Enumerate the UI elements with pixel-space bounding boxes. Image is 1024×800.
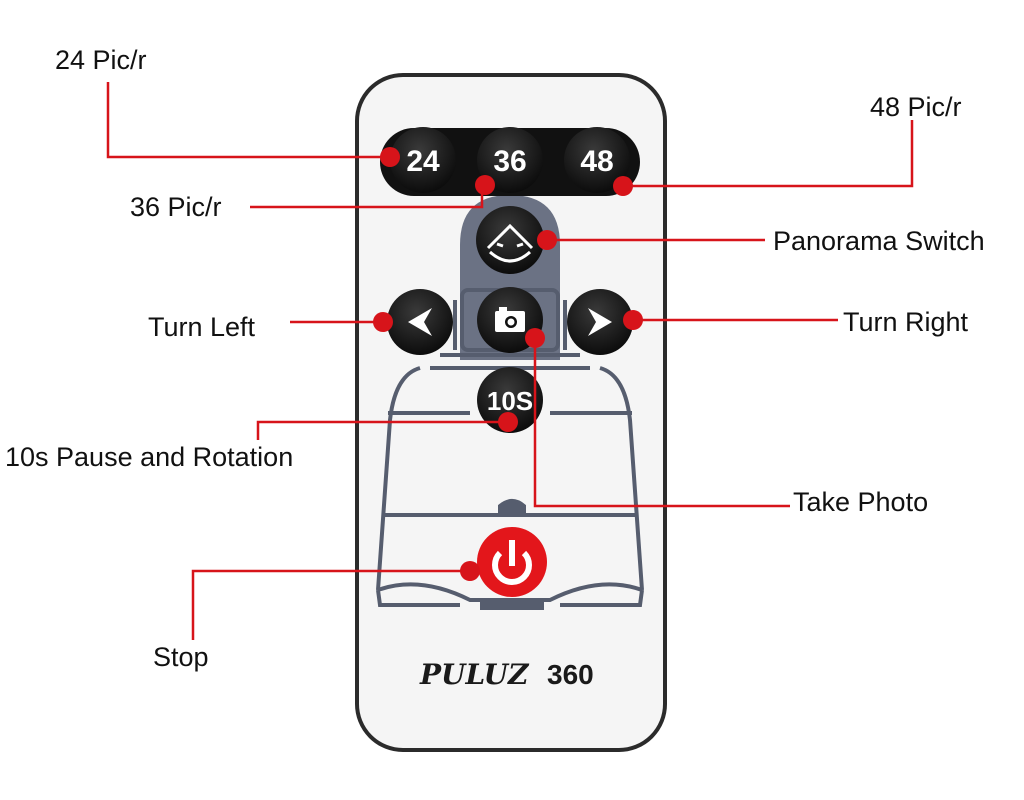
button-48-label: 48 — [580, 145, 613, 178]
panorama-icon — [486, 223, 534, 263]
arrow-left-icon — [408, 308, 432, 336]
brand-logo: PULUZ — [419, 658, 530, 691]
stop-button[interactable] — [477, 527, 547, 597]
camera-icon — [495, 307, 525, 332]
turn-right-button[interactable] — [567, 289, 633, 355]
panorama-button[interactable] — [476, 206, 544, 274]
label-turn-left: Turn Left — [148, 312, 256, 342]
pause-10s-label: 10S — [487, 386, 533, 416]
label-stop: Stop — [153, 642, 209, 672]
button-24[interactable]: 24 — [390, 127, 456, 193]
model-logo: 360 — [547, 659, 594, 690]
label-take-photo: Take Photo — [793, 487, 929, 517]
callout-dots — [373, 147, 643, 581]
callout-lines — [106, 82, 914, 640]
arrow-right-icon — [588, 308, 612, 336]
label-36-pic: 36 Pic/r — [130, 192, 222, 222]
label-turn-right: Turn Right — [843, 307, 969, 337]
label-panorama-switch: Panorama Switch — [773, 226, 985, 256]
button-36[interactable]: 36 — [477, 127, 543, 193]
button-24-label: 24 — [406, 145, 440, 178]
button-36-label: 36 — [493, 145, 526, 178]
label-24-pic: 24 Pic/r — [55, 45, 147, 75]
pause-10s-button[interactable]: 10S — [477, 367, 543, 433]
label-48-pic: 48 Pic/r — [870, 92, 962, 122]
turn-left-button[interactable] — [387, 289, 453, 355]
button-48[interactable]: 48 — [564, 127, 630, 193]
power-icon — [492, 540, 532, 586]
label-10s-pause: 10s Pause and Rotation — [5, 442, 294, 472]
